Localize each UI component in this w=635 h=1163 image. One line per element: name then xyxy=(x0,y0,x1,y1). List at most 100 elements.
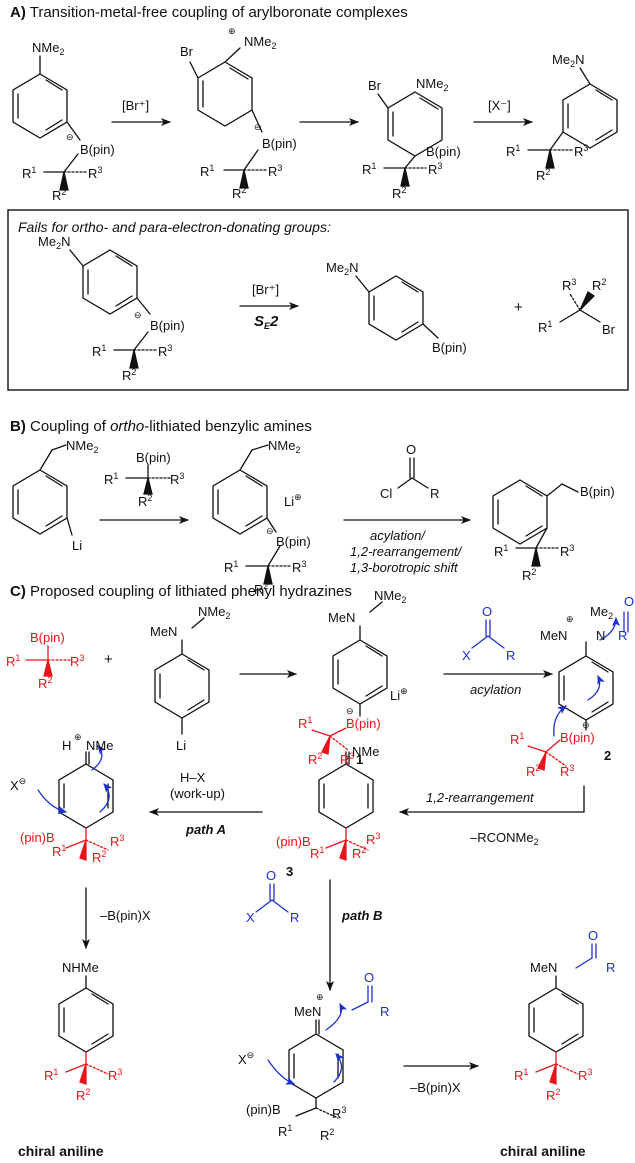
c-cpd1-r1: R1 xyxy=(298,715,312,731)
b-mol2-r3: R3 xyxy=(292,559,306,575)
a-mol1-ring xyxy=(12,55,87,191)
c-patha-curly-3 xyxy=(91,745,107,771)
a-mol4-me2n: Me2N xyxy=(552,52,584,69)
c-cpd1-nme2: NMe2 xyxy=(374,588,406,605)
c-patha-alkyl xyxy=(65,827,109,861)
c-pathb-plus: ⊕ xyxy=(316,992,324,1002)
c-red-bpin: B(pin) xyxy=(30,630,65,645)
a-mol2-r2: R2 xyxy=(232,185,246,201)
c-hydrazine-men: MeN xyxy=(150,624,177,639)
b-mol3-r1: R1 xyxy=(494,543,508,559)
a-mol4-r3: R3 xyxy=(574,143,588,159)
c-product-a-r2: R2 xyxy=(76,1087,90,1103)
b-mol2-nme2: NMe2 xyxy=(268,438,300,455)
c-pathb-x: X xyxy=(246,910,255,925)
a-box-mol2-bpin: B(pin) xyxy=(432,340,467,355)
a-mol3-r2: R2 xyxy=(392,185,406,201)
c-cpd2-alkyl xyxy=(527,739,567,771)
c-pathb-pinb: (pin)B xyxy=(246,1102,281,1117)
c-product-b-r: R xyxy=(606,960,615,975)
c-patha-x: X⊖ xyxy=(10,776,26,793)
b-cond-2: 1,2-rearrangement/ xyxy=(350,544,463,559)
c-cpd1-r2: R2 xyxy=(308,751,322,767)
a-box-mol1-bpin: B(pin) xyxy=(150,318,185,333)
c-patha-h: H xyxy=(62,738,71,753)
section-b-letter: B) xyxy=(10,418,26,435)
c-hydrazine-li: Li xyxy=(176,738,186,753)
a-mol1-r3: R3 xyxy=(88,165,102,181)
c-cpd2-minus: ⊖ xyxy=(582,720,590,730)
section-a-title: A) Transition-metal-free coupling of ary… xyxy=(10,4,408,21)
a-box-plus: + xyxy=(514,299,523,316)
c-cpd1-li: Li⊕ xyxy=(390,686,408,703)
c-pathb-int-o: O xyxy=(364,970,374,985)
a-mol4-ring xyxy=(527,67,618,169)
c-cpd2-me2: Me2 xyxy=(590,604,613,621)
b-mol3-r3: R3 xyxy=(560,543,574,559)
a-mol3-r3: R3 xyxy=(428,161,442,177)
c-patha-curly-2 xyxy=(99,783,113,813)
b-mol3-bpin: B(pin) xyxy=(580,484,615,499)
a-reagent-1: [Br⁺] xyxy=(122,98,149,113)
a-box-mol3 xyxy=(559,291,601,323)
c-cpd1-r3: R3 xyxy=(340,751,354,767)
a-mol4-r2: R2 xyxy=(536,167,550,183)
b-mol2-li: Li⊕ xyxy=(284,492,302,509)
c-cpd2-plus: ⊕ xyxy=(566,614,574,624)
c-cpd1-bpin: B(pin) xyxy=(346,716,381,731)
c-pathb-men: MeN xyxy=(294,1004,321,1019)
a-mol1-minus: ⊖ xyxy=(66,132,74,142)
c-cpd3-r3: R3 xyxy=(366,831,380,847)
b-reagent xyxy=(125,464,171,495)
section-c-title: C) Proposed coupling of lithiated phenyl… xyxy=(10,583,352,600)
c-patha-r1: R1 xyxy=(52,843,66,859)
c-product-a-nhme: NHMe xyxy=(62,960,99,975)
c-cpd1-minus: ⊖ xyxy=(346,706,354,716)
b-reagent-r1: R1 xyxy=(104,471,118,487)
c-product-b-men: MeN xyxy=(530,960,557,975)
a-mol1-bpin: B(pin) xyxy=(80,142,115,157)
c-byproduct: –RCONMe2 xyxy=(470,830,539,847)
c-arrow-rearr xyxy=(399,785,585,816)
b-mol2-r1: R1 xyxy=(224,559,238,575)
b-mol3 xyxy=(492,479,579,567)
c-patha-r3: R3 xyxy=(110,833,124,849)
b-acyl-cl: Cl xyxy=(380,486,392,501)
c-cpd1-alkyl xyxy=(311,727,349,755)
c-cpd2-curly-2 xyxy=(553,705,567,737)
c-product-b-alkyl xyxy=(535,1051,579,1085)
c-elim-label: –B(pin)X xyxy=(100,908,151,923)
section-c-text: Proposed coupling of lithiated phenyl hy… xyxy=(30,583,352,600)
c-patha-intermediate xyxy=(58,751,114,829)
c-red-r3: R3 xyxy=(70,653,84,669)
c-product-b-acyl xyxy=(575,943,597,969)
a-mol3-ring xyxy=(377,91,443,187)
c-cpd3-r2: R2 xyxy=(352,845,366,861)
c-workup-label: (work-up) xyxy=(170,786,225,801)
a-mol1-r2: R2 xyxy=(52,187,66,203)
a-mol2-ring xyxy=(189,47,267,189)
a-box-mol1-r1: R1 xyxy=(92,343,106,359)
c-cpd2-r3: R3 xyxy=(560,763,574,779)
c-hydrazine xyxy=(154,617,210,735)
a-failure-box xyxy=(7,209,629,391)
c-patha-pinb: (pin)B xyxy=(20,830,55,845)
a-box-reagent: [Br⁺] xyxy=(252,282,279,297)
b-mol1-li: Li xyxy=(72,538,82,553)
b-mol3-r2: R2 xyxy=(522,567,536,583)
c-path-a-label: path A xyxy=(185,822,226,837)
b-acyl-o: O xyxy=(406,442,416,457)
c-cpd3-alkyl xyxy=(325,827,369,861)
c-cpd1-men: MeN xyxy=(328,610,355,625)
a-mol2-plus: ⊕ xyxy=(228,26,236,36)
a-box-mol3-r3: R3 xyxy=(562,277,576,293)
c-plus-sign: + xyxy=(104,651,113,668)
c-product-a-r1: R1 xyxy=(44,1067,58,1083)
c-patha-plus: ⊕ xyxy=(74,732,82,742)
c-cpd2-curly-3 xyxy=(599,617,620,641)
c-pathb-int-r: R xyxy=(380,1004,389,1019)
c-cpd2 xyxy=(558,641,614,731)
a-mol1-r1: R1 xyxy=(22,165,36,181)
section-b-title: B) Coupling of ortho-lithiated benzylic … xyxy=(10,418,312,435)
section-b-text-post: -lithiated benzylic amines xyxy=(144,418,312,435)
